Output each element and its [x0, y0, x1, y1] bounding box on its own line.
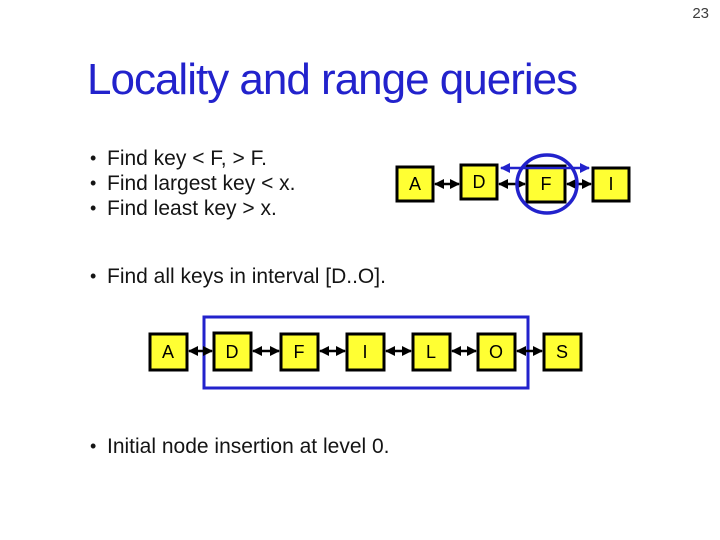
bullet-text: Initial node insertion at level 0. [107, 435, 390, 458]
node-label: O [489, 342, 503, 362]
bullet-icon [90, 434, 107, 459]
bullet-find-largest: Find largest key < x. [90, 171, 296, 196]
linked-list-diagram-bottom: A D F I L O S [148, 315, 583, 390]
bullet-interval: Find all keys in interval [D..O]. [90, 264, 386, 289]
node-rect [476, 332, 517, 372]
bullet-icon [90, 264, 107, 289]
bullet-find-key: Find key < F, > F. [90, 146, 296, 171]
node-box: A [148, 332, 189, 372]
node-rect [542, 332, 583, 372]
node-rect [591, 166, 631, 203]
node-label: I [362, 342, 367, 362]
bullet-icon [90, 146, 107, 171]
node-label: D [473, 172, 486, 192]
node-box: D [459, 163, 499, 201]
linked-list-diagram-top: A D F I [395, 153, 631, 215]
node-box: O [476, 332, 517, 372]
slide-page-number: 23 [692, 5, 709, 22]
bullet-text: Find all keys in interval [D..O]. [107, 265, 386, 288]
node-box: S [542, 332, 583, 372]
bullet-text: Find largest key < x. [107, 172, 296, 195]
bullet-find-least: Find least key > x. [90, 196, 296, 221]
bullet-text: Find key < F, > F. [107, 147, 267, 170]
slide-title: Locality and range queries [87, 55, 578, 104]
bullet-icon [90, 196, 107, 221]
node-label: I [608, 174, 613, 194]
node-label: D [226, 342, 239, 362]
node-box: D [212, 331, 253, 372]
node-rect [279, 332, 320, 372]
node-box: I [591, 166, 631, 203]
bullet-list-queries: Find key < F, > F. Find largest key < x.… [0, 146, 296, 221]
bullet-insertion: Initial node insertion at level 0. [90, 434, 390, 459]
node-box: I [345, 332, 386, 372]
node-rect [395, 165, 435, 203]
node-rect [148, 332, 189, 372]
node-box: A [395, 165, 435, 203]
node-rect [212, 331, 253, 372]
node-label: S [556, 342, 568, 362]
bullet-icon [90, 171, 107, 196]
node-box: F [525, 164, 567, 204]
node-label: A [162, 342, 174, 362]
node-label: F [294, 342, 305, 362]
node-box: L [411, 332, 452, 372]
node-box: F [279, 332, 320, 372]
node-rect [411, 332, 452, 372]
highlight-circle-F [515, 153, 579, 215]
node-rect [345, 332, 386, 372]
bullet-text: Find least key > x. [107, 197, 277, 220]
node-rect [459, 163, 499, 201]
node-label: A [409, 174, 421, 194]
node-label: L [426, 342, 436, 362]
node-label: F [541, 174, 552, 194]
